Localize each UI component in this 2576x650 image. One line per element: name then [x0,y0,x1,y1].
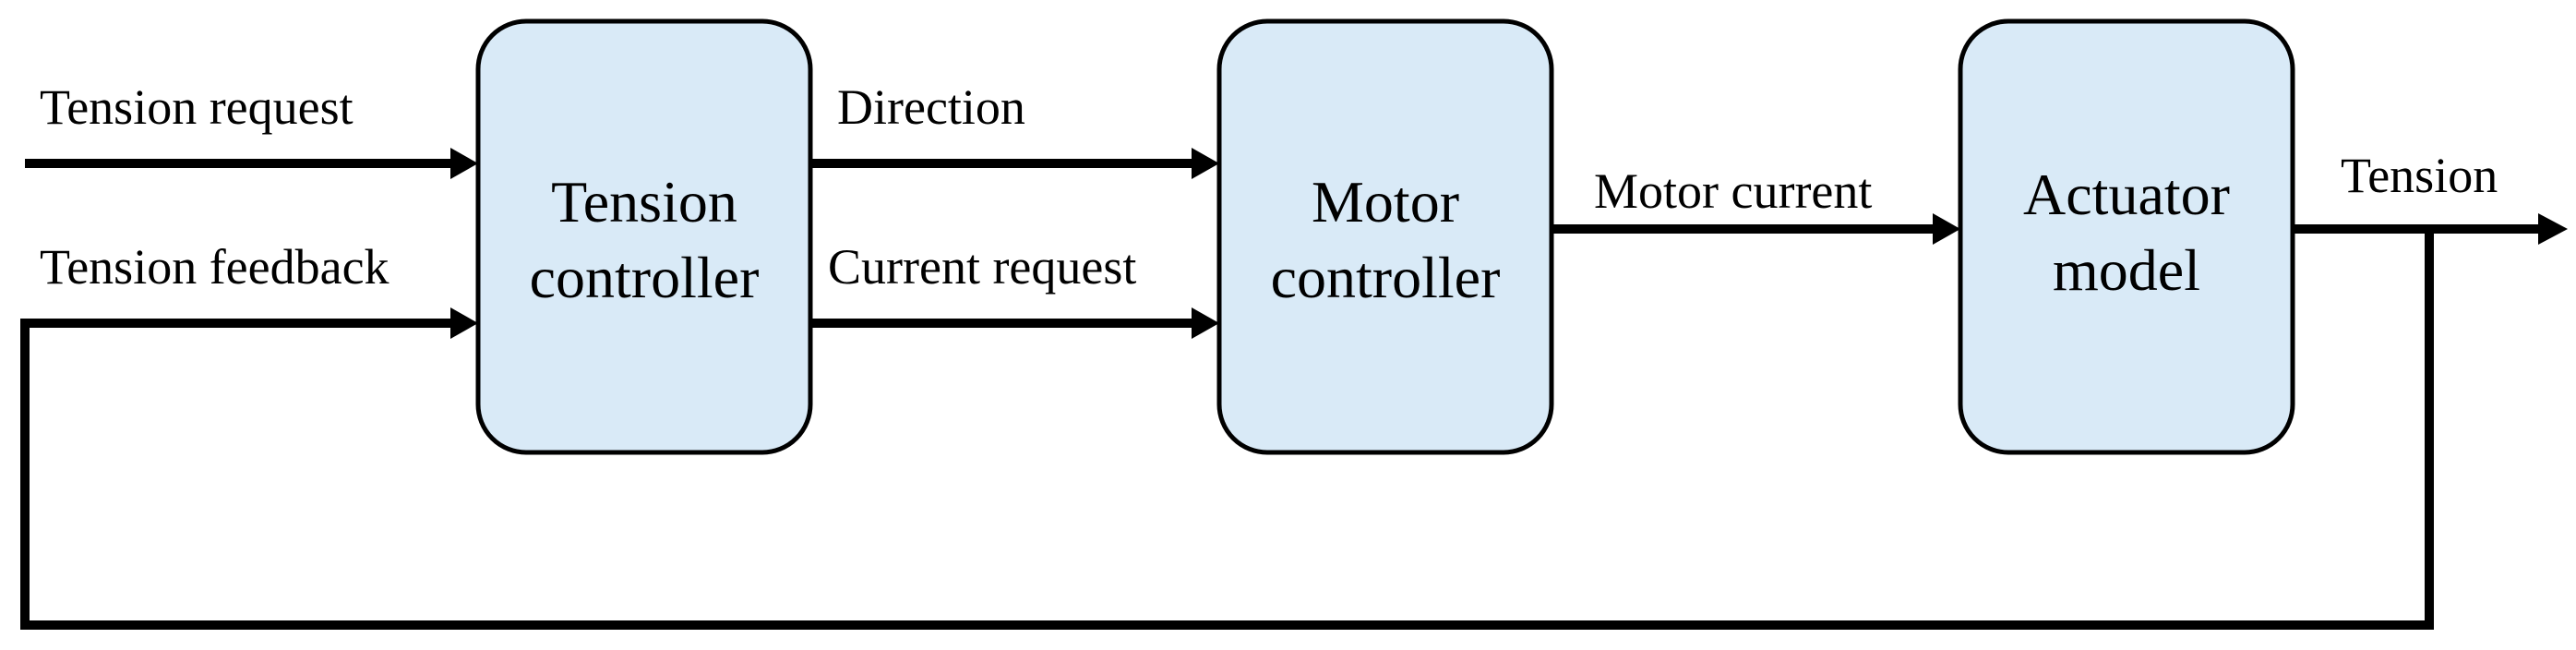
current-request-arrow [810,307,1219,339]
actuator-model-block: Actuator model [1958,18,2295,455]
label-direction: Direction [837,79,1025,135]
actuator-model-label-line1: Actuator [2023,162,2230,227]
actuator-model-box [1958,18,2295,455]
motor-controller-block: Motor controller [1216,18,1554,455]
tension-controller-box [475,18,813,455]
motor-current-arrow [1552,213,1960,245]
tension-controller-label-line2: controller [530,245,760,310]
tension-request-arrow [25,148,478,179]
direction-arrow [810,148,1219,179]
tension-output-arrow [2293,213,2568,245]
label-motor-current: Motor current [1594,163,1872,219]
actuator-model-label-line2: model [2053,237,2200,303]
label-tension-feedback: Tension feedback [40,239,389,295]
motor-controller-box [1216,18,1554,455]
label-tension-output: Tension [2341,148,2498,203]
tension-feedback-arrow [20,229,2434,630]
label-current-request: Current request [828,239,1136,295]
motor-controller-label-line2: controller [1271,245,1501,310]
label-tension-request: Tension request [40,79,353,135]
motor-controller-label-line1: Motor [1312,169,1459,235]
tension-controller-block: Tension controller [475,18,813,455]
tension-controller-label-line1: Tension [551,169,737,235]
